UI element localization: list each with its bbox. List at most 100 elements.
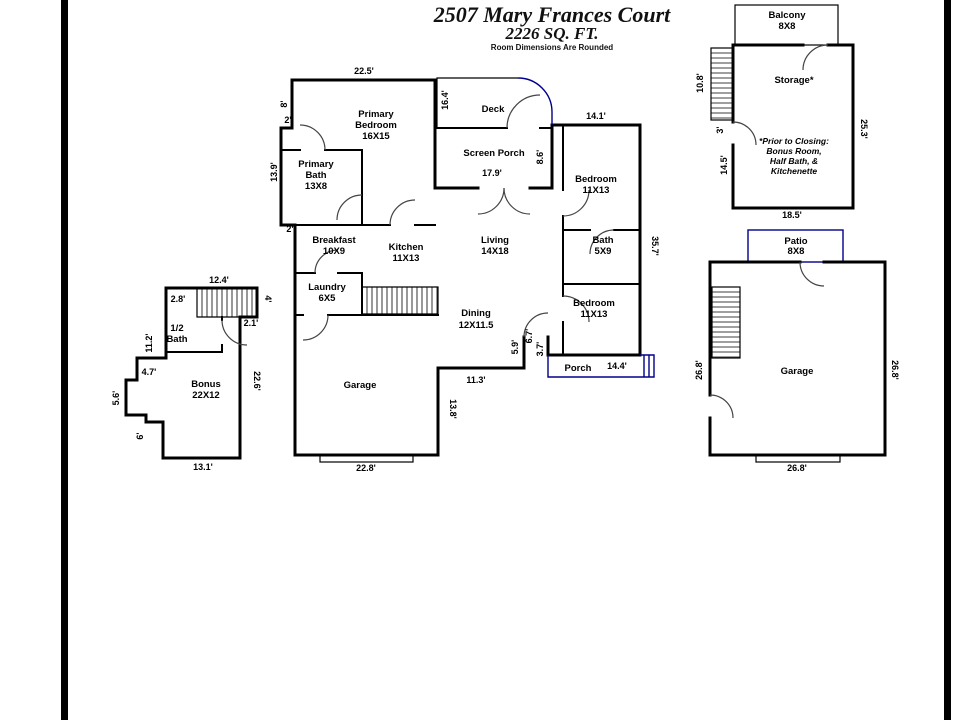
room-label-primary-bath: Primary bbox=[298, 159, 334, 170]
main-house-outline bbox=[528, 123, 642, 357]
dim-main-top-right: 14.1' bbox=[586, 111, 606, 121]
right-border-bar bbox=[944, 0, 951, 720]
door-swing-icon bbox=[221, 319, 248, 346]
room-label-primary-bedroom: 16X15 bbox=[362, 131, 390, 142]
room-label-living: Living bbox=[481, 235, 509, 246]
stairs-icon-garage bbox=[711, 286, 741, 359]
dim-entry-b: 6.7' bbox=[524, 329, 534, 344]
dim-bonus-left-notch: 5.6' bbox=[111, 391, 121, 406]
door-swing-icon bbox=[477, 187, 505, 215]
dim-storage-right: 25.3' bbox=[859, 119, 869, 139]
room-label-breakfast: 10X9 bbox=[323, 246, 345, 257]
stairs-hatch bbox=[712, 291, 740, 358]
deck-curve bbox=[517, 77, 553, 125]
room-label-bath: Bath bbox=[592, 235, 613, 246]
dim-bonus-top: 12.4' bbox=[209, 275, 229, 285]
room-label-storage: Storage* bbox=[774, 75, 813, 86]
door-swing-icon bbox=[802, 44, 829, 71]
dim-main-left-mid: 13.9' bbox=[269, 162, 279, 182]
dim-entry-c: 3.7' bbox=[535, 342, 545, 357]
bonus-outline bbox=[124, 286, 259, 460]
dimensions-note: Room Dimensions Are Rounded bbox=[491, 43, 613, 52]
dim-bonus-right: 22.6' bbox=[252, 371, 262, 391]
room-label-porch: Porch bbox=[565, 363, 592, 374]
storage-note-line: Half Bath, & bbox=[770, 156, 818, 166]
dim-storage-left-small: 3' bbox=[715, 126, 725, 133]
room-label-balcony: Balcony bbox=[769, 10, 807, 21]
room-label-breakfast: Breakfast bbox=[312, 235, 356, 246]
storage-outline bbox=[731, 43, 855, 210]
door-swing-icon bbox=[389, 199, 416, 226]
room-label-laundry: 6X5 bbox=[319, 293, 337, 304]
left-border-bar bbox=[61, 0, 68, 720]
dim-entry-a: 5.9' bbox=[510, 340, 520, 355]
dim-screen-porch-width: 17.9' bbox=[482, 168, 502, 178]
dim-storage-stairs: 10.8' bbox=[695, 73, 705, 93]
room-label-bedroom-top: Bedroom bbox=[575, 174, 617, 185]
door-swing-icon bbox=[562, 295, 590, 323]
dim-bonus-left-lower: 6' bbox=[135, 432, 145, 439]
room-label-bedroom-bottom: Bedroom bbox=[573, 298, 615, 309]
dim-storage-left-lower: 14.5' bbox=[719, 155, 729, 175]
dim-garage-side: 13.8' bbox=[448, 399, 458, 419]
room-label-patio: Patio bbox=[784, 236, 807, 247]
door-swing-icon bbox=[336, 194, 363, 221]
room-label-garage-detached: Garage bbox=[781, 366, 814, 377]
main-house: Primary Bedroom 16X15 Primary Bath 13X8 … bbox=[269, 66, 660, 473]
room-label-primary-bath: Bath bbox=[305, 170, 326, 181]
room-label-primary-bath: 13X8 bbox=[305, 181, 327, 192]
room-label-screen-porch: Screen Porch bbox=[463, 148, 524, 159]
stairs-hatch bbox=[366, 287, 438, 314]
room-label-primary-bedroom: Bedroom bbox=[355, 120, 397, 131]
dim-bonus-left-step: 4.7' bbox=[142, 367, 157, 377]
door-swing-icon bbox=[732, 121, 757, 146]
door-swing-icon bbox=[302, 314, 329, 341]
dim-main-left-jog-lower: 2' bbox=[286, 224, 293, 234]
room-label-half-bath: Bath bbox=[166, 334, 187, 345]
garage-building: Patio 8X8 Garage 26.8' 26.8' 26.8' bbox=[694, 229, 900, 473]
door-swing-icon bbox=[562, 189, 590, 217]
dim-bonus-top-left: 2.8' bbox=[171, 294, 186, 304]
dim-dining-bottom: 11.3' bbox=[466, 375, 485, 385]
room-label-half-bath: 1/2 bbox=[170, 323, 183, 334]
door-swing-icon bbox=[799, 261, 825, 287]
door-swing-icon bbox=[503, 187, 531, 215]
storage-building: Balcony 8X8 Storage* *Prior to Closing: … bbox=[695, 4, 869, 220]
stairs-hatch bbox=[201, 288, 253, 317]
room-label-dining: Dining bbox=[461, 308, 491, 319]
stairs-hatch bbox=[711, 52, 733, 119]
page-title: 2507 Mary Frances Court bbox=[433, 2, 671, 27]
bonus-room-building: 1/2 Bath Bonus 22X12 12.4' 2.8' 4' 2.1' … bbox=[111, 275, 273, 472]
storage-note-line: Kitchenette bbox=[771, 166, 818, 176]
stairs-icon-storage bbox=[710, 47, 734, 121]
door-swing-icon bbox=[299, 124, 326, 151]
room-label-bedroom-bottom: 11X13 bbox=[581, 309, 608, 320]
stairs-icon-main bbox=[361, 286, 439, 315]
dim-porch-width: 14.4' bbox=[607, 361, 627, 371]
main-interior-walls bbox=[280, 124, 641, 356]
room-label-kitchen: 11X13 bbox=[393, 253, 420, 264]
room-label-garage: Garage bbox=[344, 380, 377, 391]
door-swing-icon bbox=[589, 229, 615, 255]
dim-bonus-right-jog: 2.1' bbox=[244, 318, 259, 328]
door-swing-icon bbox=[523, 312, 549, 338]
room-label-bonus: Bonus bbox=[191, 379, 221, 390]
header: 2507 Mary Frances Court 2226 SQ. FT. Roo… bbox=[433, 2, 671, 52]
sqft-subtitle: 2226 SQ. FT. bbox=[505, 24, 599, 43]
dim-bonus-right-upper: 4' bbox=[263, 295, 273, 302]
main-house-outline bbox=[279, 78, 526, 457]
dim-garage-bldg-bottom: 26.8' bbox=[787, 463, 807, 473]
room-label-dining: 12X11.5 bbox=[459, 320, 495, 331]
door-swing-icon bbox=[314, 249, 339, 274]
stairs-icon-bonus bbox=[196, 288, 240, 318]
dim-main-right: 35.7' bbox=[650, 236, 660, 256]
room-label-bedroom-top: 11X13 bbox=[583, 185, 610, 196]
room-label-primary-bedroom: Primary bbox=[358, 109, 394, 120]
room-label-deck: Deck bbox=[482, 104, 505, 115]
door-swing-icon bbox=[506, 94, 541, 129]
room-label-living: 14X18 bbox=[481, 246, 508, 257]
room-label-kitchen: Kitchen bbox=[389, 242, 424, 253]
deck-outline bbox=[436, 77, 518, 128]
